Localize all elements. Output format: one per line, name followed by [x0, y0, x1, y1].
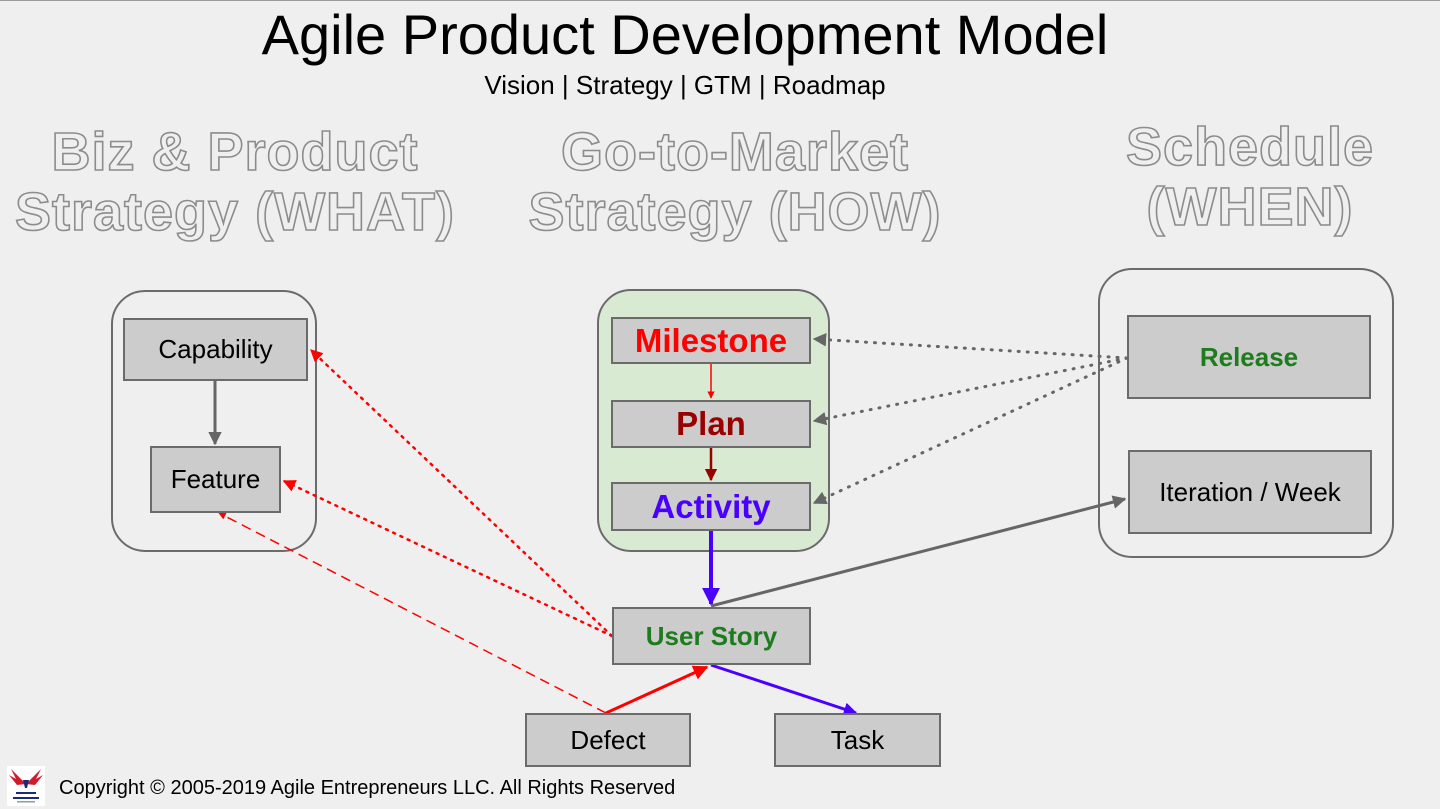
top-border-line [0, 0, 1440, 1]
capability-label: Capability [158, 334, 273, 364]
user-story-node: User Story [612, 607, 811, 665]
edge-release-to-plan [812, 356, 1129, 426]
edge-release-to-activity [812, 356, 1129, 505]
feature-node: Feature [150, 446, 281, 513]
capability-node: Capability [123, 318, 308, 381]
column-heading-what: Biz & Product Strategy (WHAT) [0, 121, 470, 243]
user-story-label: User Story [645, 620, 778, 651]
column-heading-when-line-2: (WHEN) [1146, 176, 1354, 238]
plan-node: Plan [611, 400, 811, 448]
page-title: Agile Product Development Model [261, 3, 1109, 66]
edge-defect-to-feature [218, 512, 607, 714]
column-heading-how-line-2: Strategy (HOW) [528, 181, 942, 243]
edge-user-story-to-capability [309, 348, 614, 638]
edge-user-story-to-iteration [710, 495, 1127, 608]
defect-node: Defect [525, 713, 691, 767]
edge-defect-to-user-story [605, 665, 709, 715]
milestone-label: Milestone [634, 321, 788, 359]
column-heading-how-line-1: Go-to-Market [560, 121, 909, 183]
task-label: Task [830, 724, 885, 755]
feature-label: Feature [170, 464, 261, 494]
eagle-logo-icon [7, 766, 45, 806]
edge-user-story-to-task [710, 663, 858, 716]
edge-user-story-to-feature [282, 479, 614, 638]
iteration-node: Iteration / Week [1128, 450, 1372, 534]
copyright-text: Copyright © 2005-2019 Agile Entrepreneur… [59, 777, 676, 799]
column-heading-what-line-1: Biz & Product [51, 121, 419, 183]
milestone-node: Milestone [611, 317, 811, 364]
page-subtitle: Vision | Strategy | GTM | Roadmap [484, 70, 886, 100]
column-heading-how: Go-to-Market Strategy (HOW) [500, 121, 970, 243]
column-heading-when: Schedule (WHEN) [1090, 116, 1410, 238]
what-group-frame [111, 290, 317, 552]
activity-node: Activity [611, 482, 811, 531]
edge-release-to-milestone [812, 332, 1129, 360]
defect-label: Defect [570, 724, 646, 755]
column-heading-what-line-2: Strategy (WHAT) [14, 181, 455, 243]
when-group-frame [1098, 268, 1394, 558]
column-heading-when-line-1: Schedule [1125, 116, 1375, 178]
plan-label: Plan [676, 405, 746, 442]
task-node: Task [774, 713, 941, 767]
activity-label: Activity [651, 487, 771, 525]
release-node: Release [1127, 315, 1371, 399]
release-label: Release [1199, 341, 1299, 372]
iteration-label: Iteration / Week [1159, 476, 1341, 507]
